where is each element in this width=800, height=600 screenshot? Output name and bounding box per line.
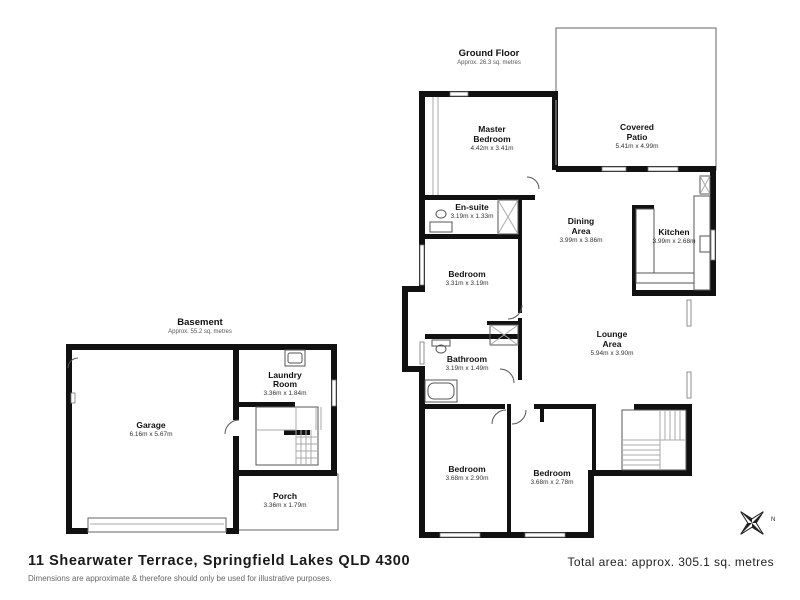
master-bedroom-label-1: Master: [478, 124, 506, 134]
interior-walls: [425, 195, 654, 532]
covered-patio-dims: 5.41m x 4.99m: [616, 143, 659, 150]
covered-patio-label-2: Patio: [627, 132, 648, 142]
bathroom-dims: 3.19m x 1.49m: [446, 365, 489, 372]
total-area: Total area: approx. 305.1 sq. metres: [567, 555, 774, 569]
garage-label: Garage: [136, 420, 166, 430]
bedroom-bottom-right-label: Bedroom: [533, 468, 571, 478]
porch-outline: [235, 473, 339, 531]
lounge-area-dims: 5.94m x 3.90m: [591, 350, 634, 357]
ground-floor-area: Approx. 26.3 sq. metres: [457, 60, 521, 66]
bedroom-bottom-left-label: Bedroom: [448, 464, 486, 474]
lounge-area-label-2: Area: [603, 339, 622, 349]
bedroom-left-dims: 3.31m x 3.19m: [446, 280, 489, 287]
bedroom-bottom-left-dims: 3.68m x 2.90m: [446, 475, 489, 482]
kitchen-label: Kitchen: [658, 227, 689, 237]
property-address: 11 Shearwater Terrace, Springfield Lakes…: [28, 553, 411, 569]
lounge-area-label-1: Lounge: [597, 329, 628, 339]
kitchen-counters: [635, 175, 711, 291]
laundry-room-label-1: Laundry: [268, 370, 302, 380]
floor-labels: Ground Floor Approx. 26.3 sq. metres Bas…: [168, 48, 521, 335]
basement-walls: [66, 344, 337, 534]
ground-stairs: [621, 409, 687, 471]
master-bedroom-label-2: Bedroom: [473, 134, 511, 144]
garage-dims: 6.16m x 5.67m: [130, 431, 173, 438]
dining-area-label-2: Area: [572, 226, 591, 236]
covered-patio-label-1: Covered: [620, 122, 654, 132]
ensuite-label: En-suite: [455, 202, 489, 212]
porch-label: Porch: [273, 491, 297, 501]
dining-area-label-1: Dining: [568, 216, 594, 226]
basement-area: Approx. 55.2 sq. metres: [168, 329, 232, 335]
bathroom-label: Bathroom: [447, 354, 488, 364]
windows: [419, 91, 716, 538]
ground-floor-title: Ground Floor: [459, 48, 520, 59]
ensuite-dims: 3.19m x 1.33m: [451, 213, 494, 220]
laundry-room-dims: 3.36m x 1.84m: [264, 390, 307, 397]
kitchen-dims: 3.99m x 2.68m: [653, 238, 696, 245]
disclaimer: Dimensions are approximate & therefore s…: [28, 574, 332, 583]
room-labels: Master Bedroom 4.42m x 3.41m Covered Pat…: [130, 122, 696, 509]
compass-north-label: N: [771, 517, 775, 523]
basement-stairs: [255, 406, 322, 466]
porch-dims: 3.36m x 1.79m: [264, 502, 307, 509]
dining-area-dims: 3.99m x 3.86m: [560, 237, 603, 244]
compass-icon: N: [740, 511, 775, 535]
master-bedroom-dims: 4.42m x 3.41m: [471, 145, 514, 152]
laundry-room-label-2: Room: [273, 379, 298, 389]
garage-door: [87, 517, 227, 533]
ground-floor-plan: [402, 27, 717, 538]
door-swings: [491, 176, 540, 425]
exterior-walls: [402, 91, 716, 538]
bedroom-bottom-right-dims: 3.68m x 2.78m: [531, 479, 574, 486]
basement-plan: [66, 344, 339, 534]
basement-title: Basement: [177, 317, 223, 328]
bedroom-left-label: Bedroom: [448, 269, 486, 279]
covered-patio-outline: [555, 27, 717, 171]
